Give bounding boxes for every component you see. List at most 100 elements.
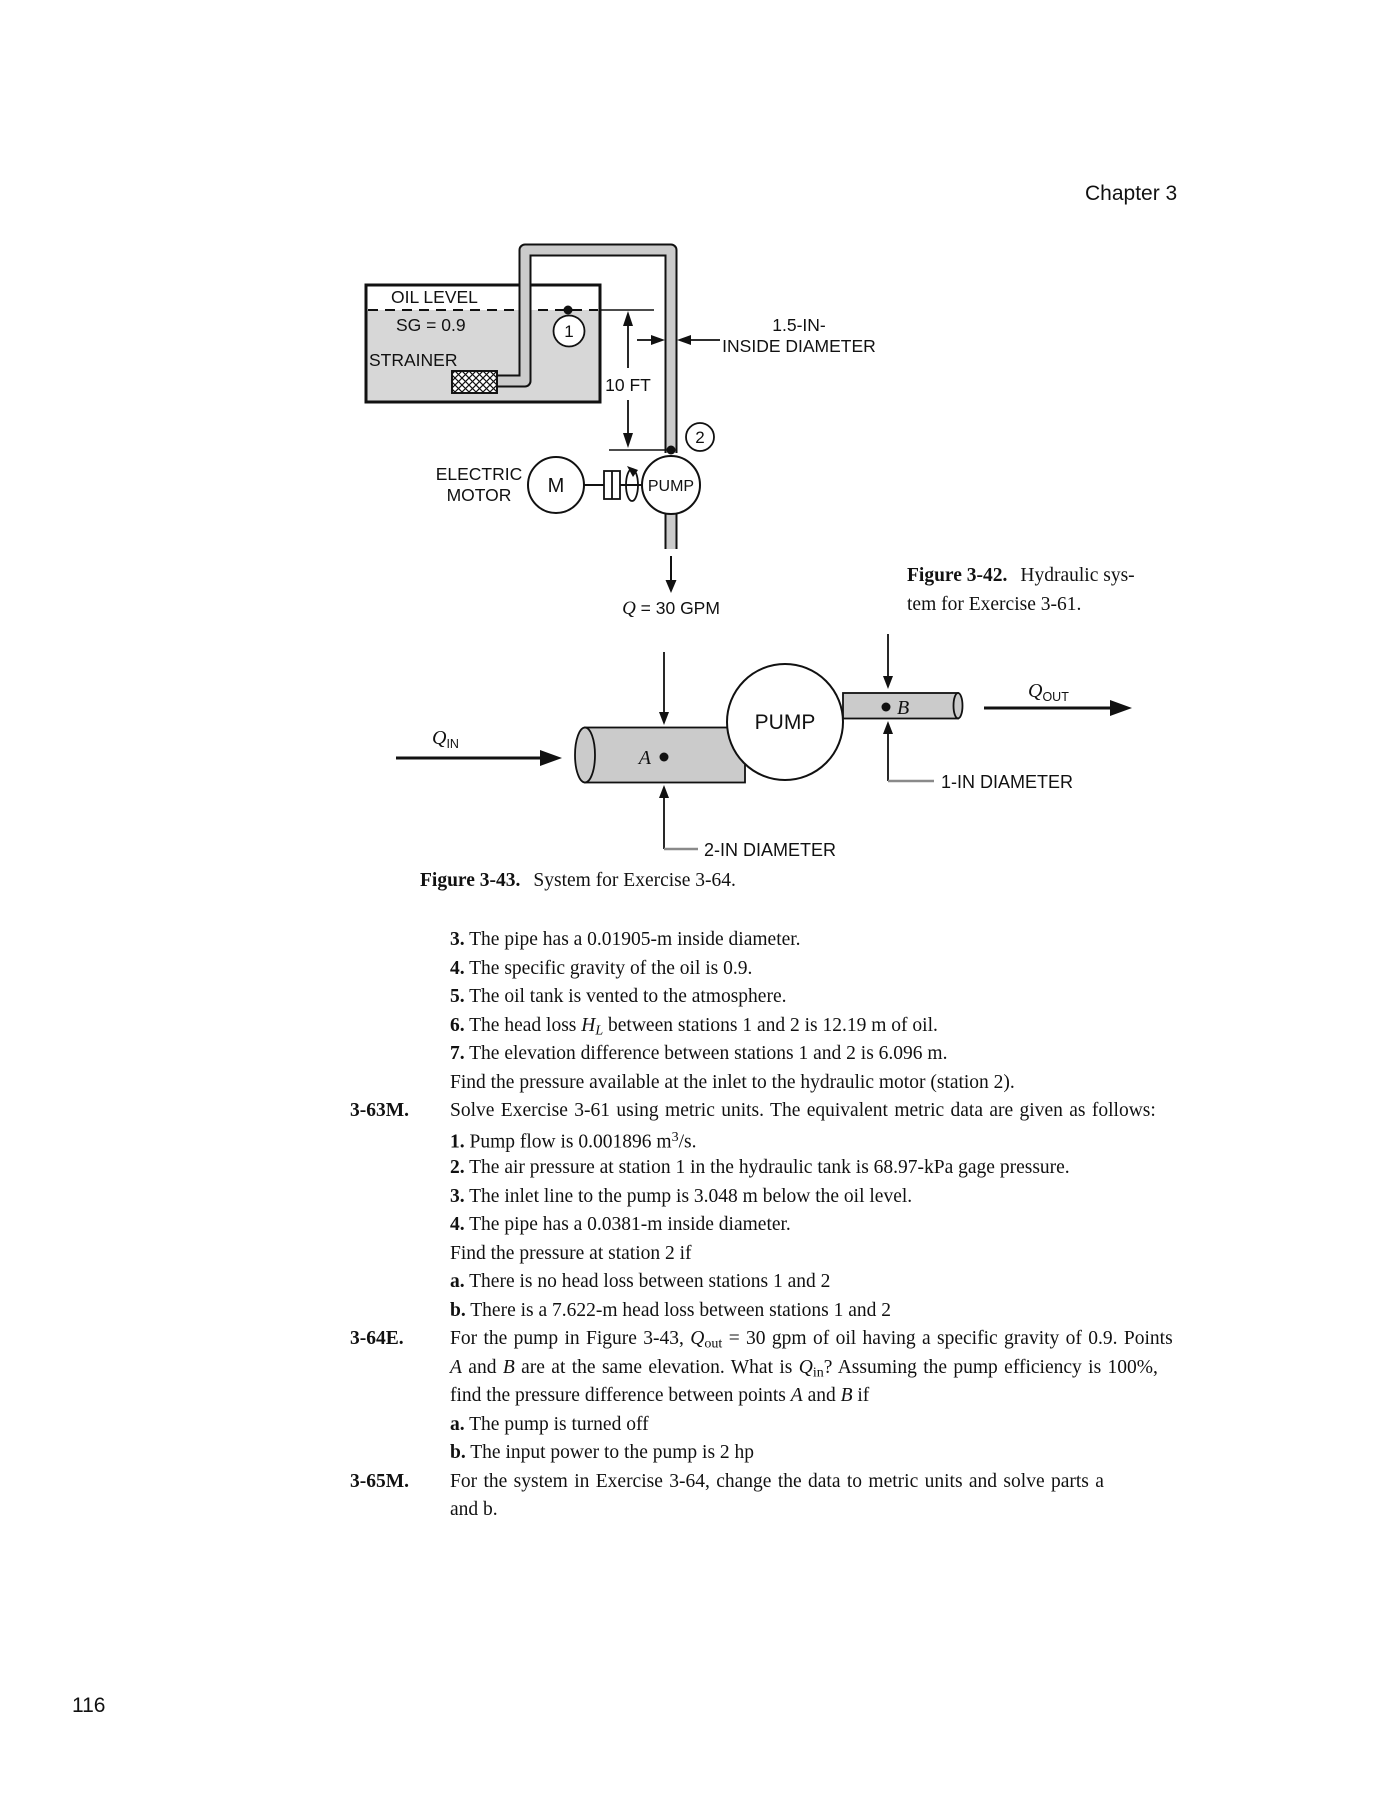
figure-3-42-caption: Figure 3-42. Hydraulic sys- tem for Exerc…	[907, 562, 1135, 619]
station-2-number: 2	[695, 428, 704, 447]
exercise-line: 3-65M. For the system in Exercise 3-64, c…	[350, 1471, 1220, 1500]
exercise-number-label: 3-65M.	[350, 1470, 410, 1492]
station-2-dot	[666, 445, 676, 455]
exercise-line-text: For the system in Exercise 3-64, change …	[450, 1470, 1104, 1492]
exercise-line: Find the pressure at station 2 if	[350, 1243, 1220, 1272]
ten-ft-label: 10 FT	[605, 375, 651, 395]
exercise-line-text: a. The pump is turned off	[450, 1413, 649, 1435]
exercise-line-text: find the pressure difference between poi…	[450, 1385, 870, 1406]
station-2-circle	[685, 422, 715, 452]
motor-letter: M	[548, 475, 565, 497]
exercise-line-text: 4. The pipe has a 0.0381-m inside diamet…	[450, 1214, 791, 1235]
exercise-line-text: 3. The pipe has a 0.01905-m inside diame…	[450, 929, 801, 950]
figure-3-42-diagram: 1 10 FT 1.5-IN- INSIDE DIAMETER	[364, 243, 876, 619]
exercise-line-text: Solve Exercise 3-61 using metric units. …	[450, 1100, 1156, 1121]
exercise-line-text: 2. The air pressure at station 1 in the …	[450, 1157, 1070, 1178]
exercise-line: 3. The inlet line to the pump is 3.048 m…	[350, 1186, 1220, 1215]
oil-tank	[364, 283, 602, 404]
figure-number: Figure 3-43.	[420, 870, 521, 891]
strainer-label: STRAINER	[369, 350, 457, 370]
exercise-line-text: 3. The inlet line to the pump is 3.048 m…	[450, 1185, 913, 1207]
electric-label: ELECTRIC	[436, 464, 523, 484]
one-inch-pipe	[842, 692, 964, 720]
pump-label: PUMP	[648, 478, 694, 495]
exercise-line-text: b. There is a 7.622-m head loss between …	[450, 1299, 892, 1321]
page-number: 116	[72, 1694, 106, 1717]
caption-text: tem for Exercise 3-61.	[907, 593, 1082, 615]
exercise-line: and b.	[350, 1499, 1220, 1528]
exercise-text-block: 3. The pipe has a 0.01905-m inside diame…	[350, 929, 1220, 1528]
specific-gravity-label: SG = 0.9	[396, 315, 466, 335]
inside-diameter-arrows	[637, 335, 720, 345]
exercise-line-text: 5. The oil tank is vented to the atmosph…	[450, 986, 787, 1007]
electric-motor-circle	[527, 456, 585, 514]
one-inch-diameter-callout	[883, 634, 934, 783]
inside-diameter-label-line1: 1.5-IN-	[772, 315, 826, 335]
flow-rate-label: Q = 30 GPM	[622, 598, 720, 619]
exercise-line-text: b. The input power to the pump is 2 hp	[450, 1442, 755, 1463]
exercise-line-text: 7. The elevation difference between stat…	[450, 1043, 948, 1064]
chapter-header: Chapter 3	[1085, 182, 1178, 205]
point-b-dot	[881, 702, 891, 712]
motor-label: MOTOR	[447, 485, 512, 505]
q-in-label: QIN	[432, 727, 459, 751]
two-inch-diameter-callout	[659, 652, 698, 851]
pipe-run	[492, 243, 678, 453]
exercise-number-label: 3-63M.	[350, 1100, 410, 1121]
point-a-dot	[659, 752, 669, 762]
exercise-line: Find the pressure available at the inlet…	[350, 1072, 1220, 1101]
station-1-number: 1	[564, 322, 573, 341]
exercise-line: 5. The oil tank is vented to the atmosph…	[350, 986, 1220, 1015]
exercise-line: b. There is a 7.622-m head loss between …	[350, 1300, 1220, 1329]
two-inch-diameter-label: 2-IN DIAMETER	[704, 840, 836, 860]
exercise-line: A and B are at the same elevation. What …	[350, 1357, 1220, 1386]
q-in-arrow	[396, 750, 562, 766]
ten-ft-dimension	[609, 311, 666, 451]
exercise-line-text: 4. The specific gravity of the oil is 0.…	[450, 957, 753, 979]
exercise-line: 2. The air pressure at station 1 in the …	[350, 1157, 1220, 1186]
shaft-coupling	[603, 466, 639, 502]
exercise-line: 1. Pump flow is 0.001896 m3/s.	[350, 1129, 1220, 1158]
exercise-line-text: a. There is no head loss between station…	[450, 1271, 831, 1292]
exercise-line: 3-64E. For the pump in Figure 3-43, Qout …	[350, 1328, 1220, 1357]
exercise-line-text: A and B are at the same elevation. What …	[450, 1356, 1158, 1381]
exercise-line: find the pressure difference between poi…	[350, 1385, 1220, 1414]
exercise-line: 7. The elevation difference between stat…	[350, 1043, 1220, 1072]
oil-level-label: OIL LEVEL	[391, 287, 478, 307]
exercise-line-text: 6. The head loss HL between stations 1 a…	[450, 1014, 938, 1039]
one-inch-diameter-label: 1-IN DIAMETER	[941, 772, 1073, 792]
exercise-line-text: 1. Pump flow is 0.001896 m3/s.	[450, 1128, 697, 1152]
caption-text: System for Exercise 3-64.	[533, 870, 736, 891]
exercise-line: 3-63M. Solve Exercise 3-61 using metric u…	[350, 1100, 1220, 1129]
figure-3-43-diagram: QIN 2-IN DIAMETER A	[396, 634, 1132, 860]
caption-line: tem for Exercise 3-61.	[907, 591, 1135, 620]
figure-number: Figure 3-42.	[907, 565, 1008, 586]
exercise-line-text: For the pump in Figure 3-43, Qout = 30 g…	[450, 1328, 1173, 1352]
pump43-circle	[726, 663, 844, 781]
strainer-block	[451, 370, 498, 394]
exercise-line: b. The input power to the pump is 2 hp	[350, 1442, 1220, 1471]
outflow-arrow	[665, 556, 677, 593]
exercise-number-label: 3-64E.	[350, 1328, 404, 1349]
exercise-line: a. The pump is turned off	[350, 1414, 1220, 1443]
figure-3-43-caption: Figure 3-43. System for Exercise 3-64.	[420, 867, 736, 896]
point-a-label: A	[637, 747, 652, 769]
station-1-circle	[552, 314, 586, 348]
exercise-line: 6. The head loss HL between stations 1 a…	[350, 1015, 1220, 1044]
q-out-arrow	[984, 700, 1132, 716]
exercise-line-text: Find the pressure available at the inlet…	[450, 1071, 1015, 1093]
caption-text: Hydraulic sys-	[1020, 565, 1135, 586]
exercise-line: a. There is no head loss between station…	[350, 1271, 1220, 1300]
point-b-label: B	[897, 697, 909, 719]
exercise-line: 4. The pipe has a 0.0381-m inside diamet…	[350, 1214, 1220, 1243]
exercise-line-text: Find the pressure at station 2 if	[450, 1242, 692, 1264]
exercise-line: 4. The specific gravity of the oil is 0.…	[350, 958, 1220, 987]
caption-line: Figure 3-42. Hydraulic sys-	[907, 562, 1135, 591]
q-out-label: QOUT	[1028, 680, 1069, 704]
exercise-line-text: and b.	[450, 1499, 498, 1520]
pump43-label: PUMP	[755, 711, 816, 734]
inside-diameter-label-line2: INSIDE DIAMETER	[722, 336, 876, 356]
exercise-line: 3. The pipe has a 0.01905-m inside diame…	[350, 929, 1220, 958]
